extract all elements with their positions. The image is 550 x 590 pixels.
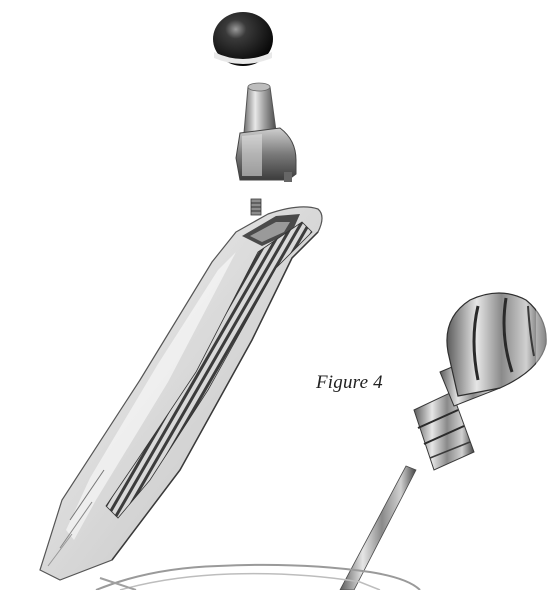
bottom-fragment	[96, 565, 420, 590]
insertion-tool	[340, 280, 550, 590]
figure-caption: Figure 4	[316, 372, 383, 394]
modular-stem	[40, 207, 322, 580]
screw-post	[251, 199, 261, 215]
neck-adapter	[236, 83, 296, 182]
femoral-head-ball	[213, 12, 273, 66]
